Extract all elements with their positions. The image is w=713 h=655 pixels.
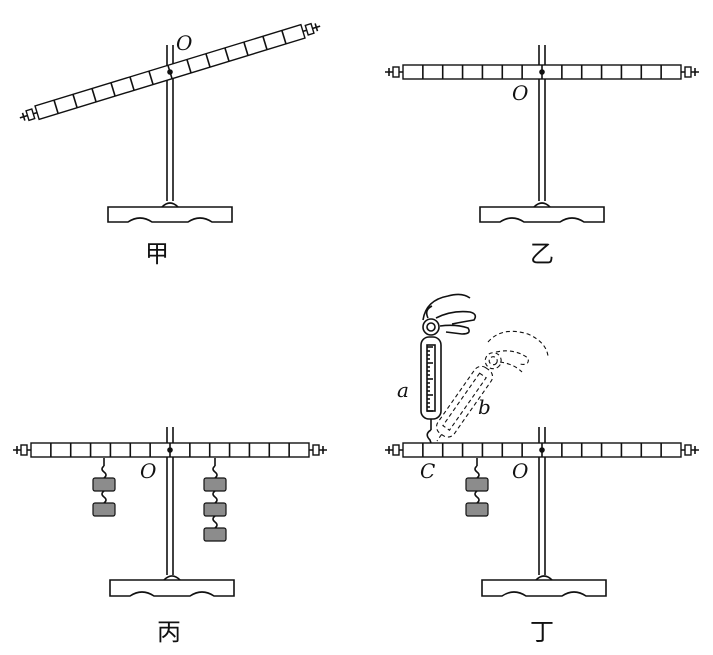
lever-tick (91, 88, 97, 103)
stand-base (481, 575, 607, 597)
balance-nut-icon (681, 444, 699, 456)
weight-hook (474, 490, 480, 504)
balance-nut-icon (302, 22, 321, 36)
scale-a-label: a (397, 378, 409, 402)
left-weights (92, 458, 116, 517)
weight-hook (101, 465, 107, 479)
pivot-point (539, 447, 545, 453)
hand-icon (422, 293, 477, 335)
weight-hook (212, 490, 218, 504)
balance-nut-icon (309, 444, 327, 456)
lever-tick (129, 76, 135, 91)
weight-block (465, 502, 489, 517)
lever-tick (53, 99, 59, 114)
stand-base (109, 575, 235, 597)
figure-caption: 乙 (530, 240, 554, 268)
lever-tick (186, 59, 192, 74)
pivot-point (539, 69, 545, 75)
scale-b-label: b (478, 395, 491, 419)
stand-base (479, 202, 605, 223)
balance-nut-icon (385, 66, 403, 78)
figure-bing: O 丙 (13, 427, 327, 646)
balance-nut-icon (681, 66, 699, 78)
balance-nut-icon (385, 444, 403, 456)
pivot-point (167, 447, 173, 453)
figure-yi: O 乙 (385, 45, 699, 268)
figure-caption: 丁 (530, 618, 554, 646)
spring-scale-a (420, 318, 442, 444)
lever-tick (243, 41, 249, 56)
lever-tick (148, 70, 154, 85)
lever-tick (262, 36, 268, 50)
spring-scale-b (435, 352, 502, 442)
pivot-label: O (512, 459, 528, 483)
lever-tick (205, 53, 211, 68)
lever-tick (72, 94, 78, 108)
lever-tick (281, 30, 287, 45)
figure-caption: 丙 (157, 618, 181, 646)
pivot-point (167, 69, 173, 75)
weight-hook (474, 465, 480, 479)
weight-block (203, 477, 227, 492)
balance-nut-icon (13, 444, 31, 456)
weight-block (92, 477, 116, 492)
pivot-label: O (512, 81, 528, 105)
pivot-label: O (176, 31, 192, 55)
weight-block (203, 502, 227, 517)
balance-nut-icon (19, 108, 38, 122)
figure-jia: O 甲 (19, 22, 321, 268)
hand-icon-dashed (487, 330, 549, 373)
weight-hook (212, 515, 218, 529)
figure-ding: O C a (385, 293, 699, 646)
pivot-label: O (140, 459, 156, 483)
figure-caption: 甲 (145, 240, 169, 268)
weight-block (203, 527, 227, 542)
right-weights (203, 458, 227, 542)
weight-block (92, 502, 116, 517)
point-c-label: C (420, 459, 435, 483)
weight-hook (212, 465, 218, 479)
stand-base (107, 202, 233, 223)
lever-tick (110, 82, 116, 97)
lever-tick (224, 47, 230, 62)
hanging-weights (465, 458, 489, 517)
weight-block (465, 477, 489, 492)
weight-hook (101, 490, 107, 504)
